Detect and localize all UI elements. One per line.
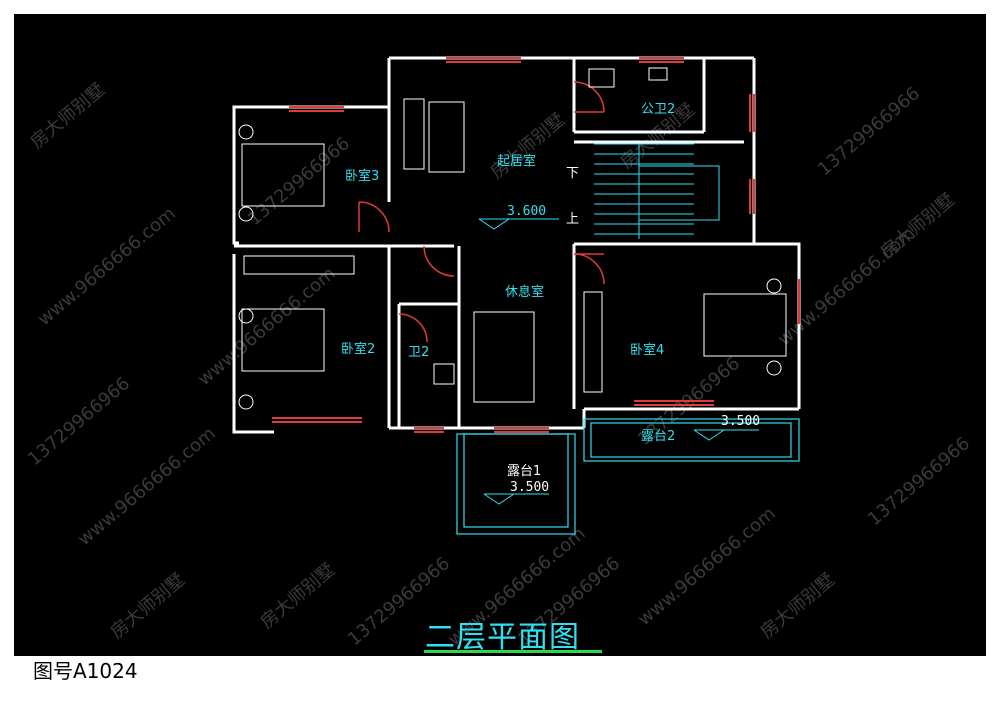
balconies	[456, 418, 800, 535]
stair-up-label: 上	[566, 212, 580, 227]
elevation-balcony2: 3.500	[721, 414, 761, 429]
room-label-public-bath: 公卫2	[641, 102, 676, 117]
toilet-public	[648, 67, 668, 81]
nightstand	[238, 206, 254, 222]
elevation-living: 3.600	[507, 204, 547, 219]
elevation-balcony1: 3.500	[510, 480, 550, 495]
lounge-rug	[473, 311, 535, 403]
sofa	[403, 98, 425, 170]
nightstand	[766, 360, 782, 376]
toilet	[433, 363, 455, 385]
walls	[232, 56, 801, 434]
drawing-canvas: 房大师别墅 www.9666666.com 13729966966 房大师别墅 …	[14, 14, 986, 656]
elevation-markers	[478, 218, 759, 505]
nightstand	[766, 278, 782, 294]
bed-bedroom4	[703, 293, 787, 357]
room-label-lounge: 休息室	[505, 285, 545, 300]
room-label-balcony2: 露台2	[641, 429, 676, 444]
title-underline	[424, 650, 602, 653]
furniture	[238, 67, 787, 410]
wardrobe-bedroom4	[583, 291, 603, 393]
room-label-bedroom3: 卧室3	[345, 169, 380, 184]
staircase	[594, 143, 720, 239]
room-label-bedroom4: 卧室4	[630, 343, 665, 358]
drawing-title: 二层平面图	[425, 620, 580, 655]
nightstand	[238, 308, 254, 324]
floor-plan	[232, 56, 801, 535]
wardrobe	[243, 255, 355, 275]
doors	[358, 81, 605, 343]
room-label-bath2: 卫2	[408, 345, 430, 360]
windows	[272, 57, 800, 433]
room-label-living: 起居室	[497, 154, 537, 169]
room-label-balcony1: 露台1	[507, 464, 542, 479]
nightstand	[238, 124, 254, 140]
nightstand	[238, 394, 254, 410]
stair-down-label: 下	[566, 166, 580, 181]
bed-bedroom3	[241, 143, 325, 207]
bed-bedroom2	[241, 308, 325, 372]
room-label-bedroom2: 卧室2	[341, 342, 376, 357]
drawing-number: 图号A1024	[33, 659, 138, 683]
living-rug	[428, 101, 465, 173]
washbasin	[588, 68, 615, 88]
